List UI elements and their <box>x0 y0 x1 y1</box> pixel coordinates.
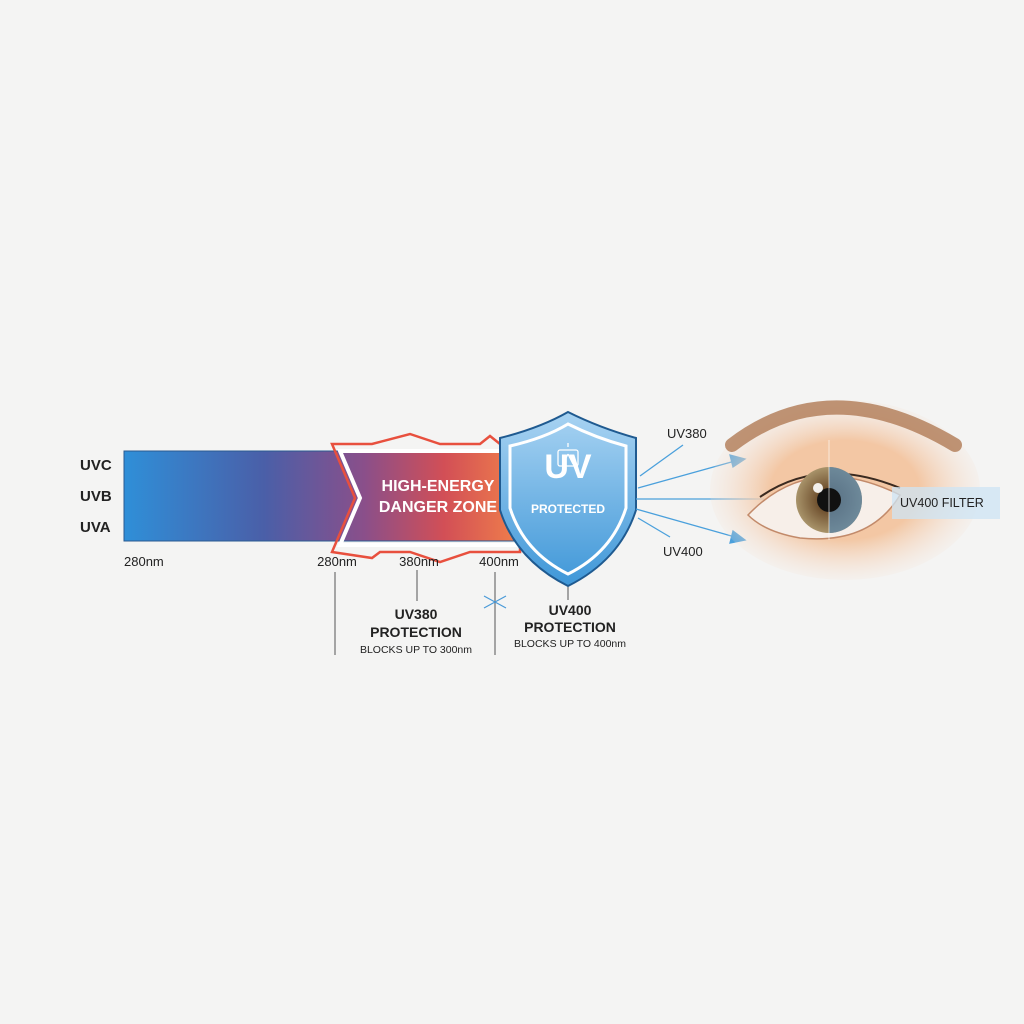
cross-mark <box>483 595 507 609</box>
scale-label: 400nm <box>479 554 519 569</box>
uv380-subtitle: PROTECTION <box>370 624 462 640</box>
uv380-callout: UV380 PROTECTION BLOCKS UP TO 300nm <box>360 605 472 659</box>
eye-illustration <box>710 400 980 580</box>
shield <box>499 410 637 588</box>
uv400-note: BLOCKS UP TO 400nm <box>513 638 627 650</box>
band-label-uvc: UVC <box>80 457 112 474</box>
scale-label: 380nm <box>399 554 439 569</box>
uv380-note: BLOCKS UP TO 300nm <box>359 644 473 656</box>
shield-title: UV <box>544 448 592 486</box>
uv380-title: UV380 <box>394 606 438 622</box>
danger-zone-banner <box>330 432 522 564</box>
lamp-icon <box>557 443 579 467</box>
scale-label: 280nm <box>317 554 357 569</box>
uv400-filter-label: UV400 FILTER <box>892 487 1000 519</box>
band-label-uvb: UVB <box>80 488 112 505</box>
spectrum-bar <box>123 450 525 542</box>
ray-label-top: UV380 <box>667 426 707 441</box>
band-label-uva: UVA <box>80 519 111 536</box>
uv400-subtitle: PROTECTION <box>524 619 616 635</box>
uv400-title: UV400 <box>548 602 592 618</box>
scale-label: 280nm <box>124 554 164 569</box>
shield-subtitle: PROTECTED <box>530 502 606 516</box>
uv400-callout: UV400 PROTECTION BLOCKS UP TO 400nm <box>514 602 626 653</box>
ray-label-bottom: UV400 <box>663 544 703 559</box>
danger-zone-text: HIGH-ENERGY DANGER ZONE <box>358 476 518 518</box>
danger-zone-line2: DANGER ZONE <box>378 499 498 516</box>
danger-zone-line1: HIGH-ENERGY <box>381 478 495 495</box>
